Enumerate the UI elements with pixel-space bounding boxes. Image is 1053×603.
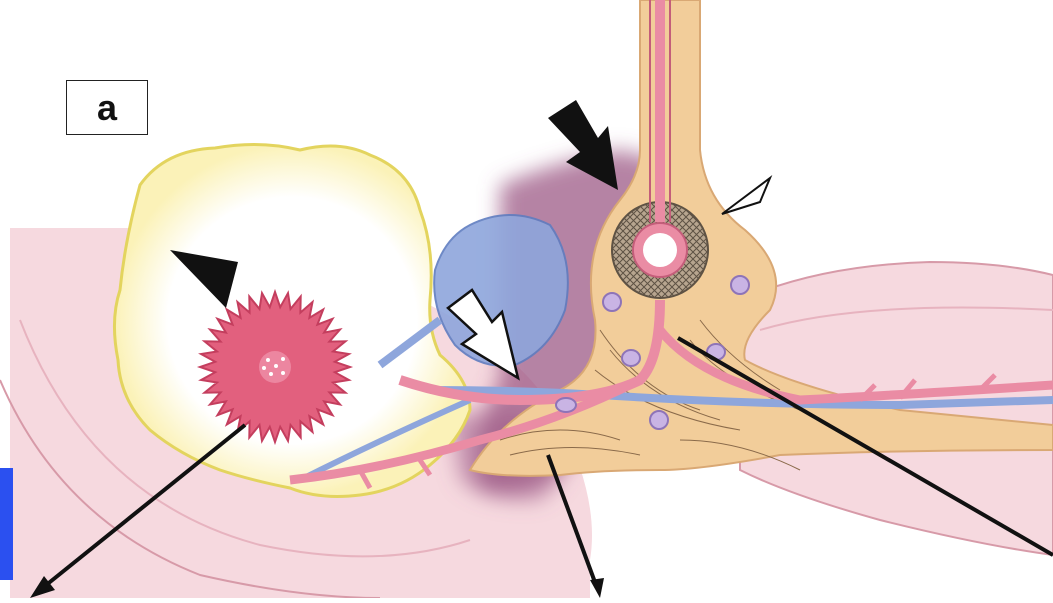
arrowhead-white-icon: [722, 178, 770, 214]
panel-label: a: [66, 80, 148, 135]
blue-edge-marker: [0, 468, 13, 580]
panel-label-text: a: [67, 81, 147, 134]
